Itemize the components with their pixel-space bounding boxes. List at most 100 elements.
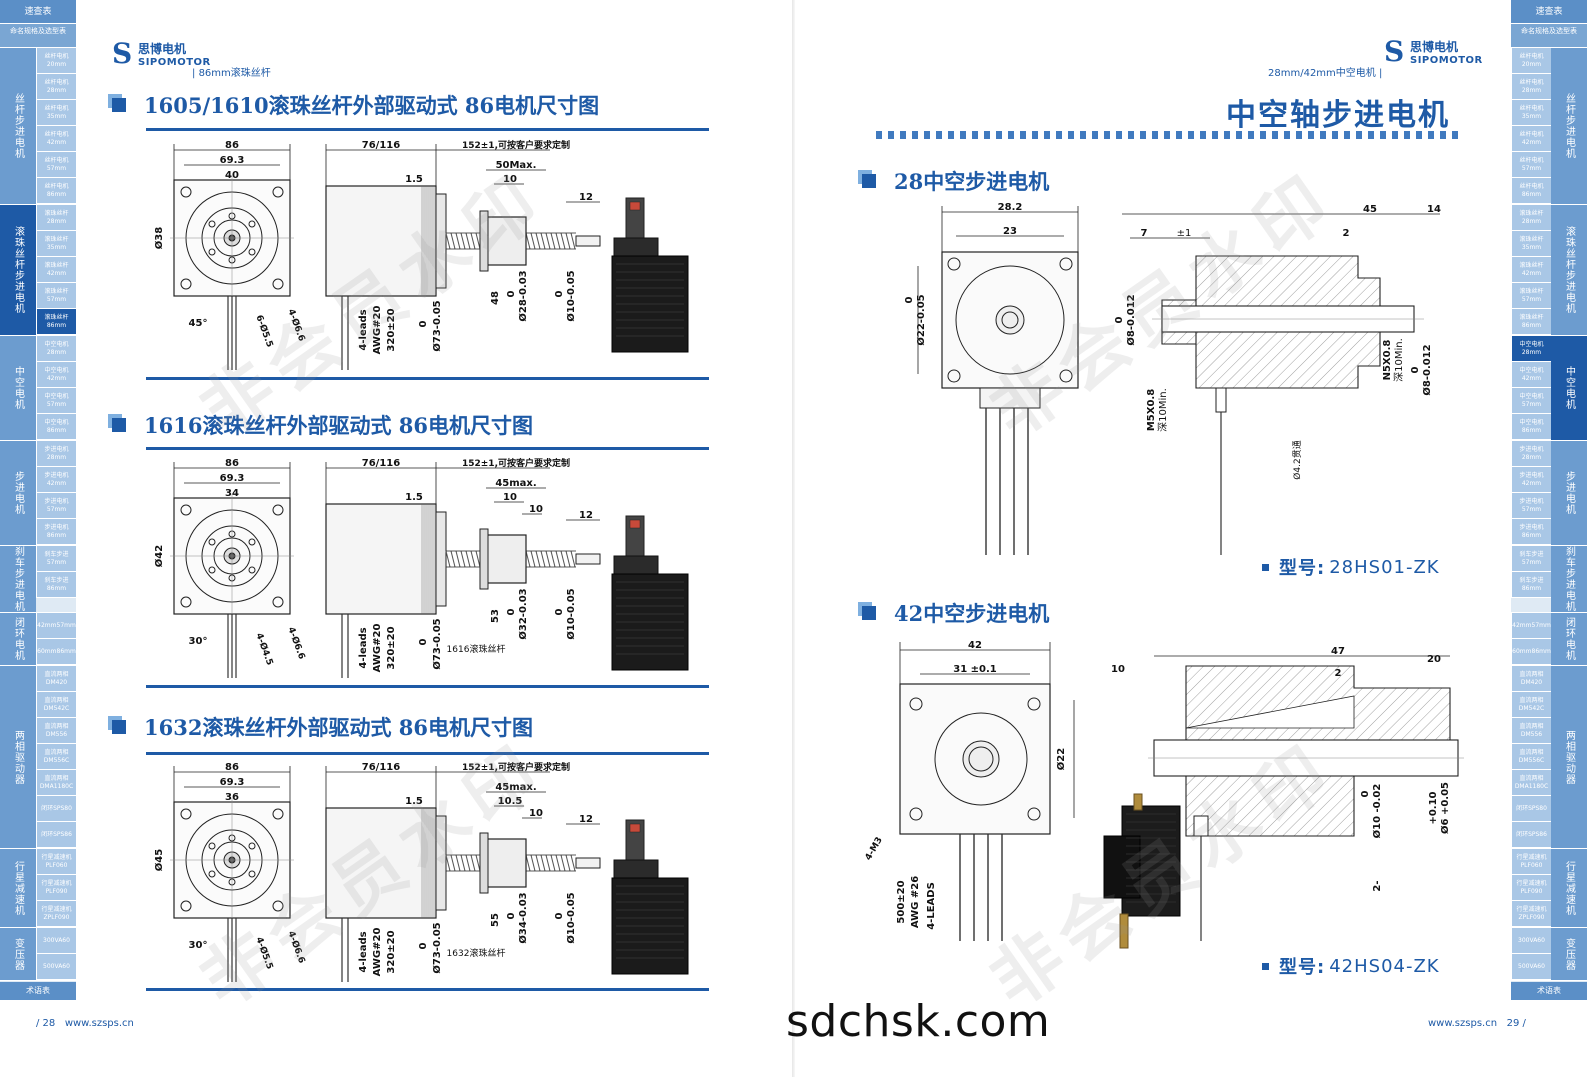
sidebar-item[interactable]: 滚珠丝杆57mm: [1511, 283, 1551, 309]
drawing-line: [465, 550, 471, 568]
sidebar-item[interactable]: 丝杆电机35mm: [1511, 100, 1551, 126]
sidebar-category[interactable]: 行星减速机: [0, 849, 36, 927]
sidebar-item[interactable]: 丝杆电机20mm: [36, 48, 76, 74]
sidebar-category[interactable]: 丝杆步进电机: [1551, 48, 1587, 204]
sidebar-item[interactable]: 60mm86mm: [36, 639, 76, 665]
sidebar-item[interactable]: 中空电机86mm: [1511, 414, 1551, 440]
sidebar-item[interactable]: 丝杆电机28mm: [1511, 74, 1551, 100]
sidebar-category[interactable]: 变压器: [1551, 928, 1587, 980]
sidebar-item[interactable]: 刹车步进86mm: [36, 572, 76, 598]
sidebar-item[interactable]: 步进电机42mm: [36, 467, 76, 493]
sidebar-item[interactable]: 滚珠丝杆86mm: [36, 309, 76, 335]
sidebar-item[interactable]: 直流两相DM420: [1511, 666, 1551, 692]
sidebar-item[interactable]: 滚珠丝杆35mm: [36, 231, 76, 257]
sidebar-item[interactable]: 直流两相DM556: [1511, 718, 1551, 744]
sidebar-item[interactable]: 500VA60: [1511, 954, 1551, 980]
sidebar-item[interactable]: 行星减速机PLF060: [36, 849, 76, 875]
sidebar-category[interactable]: 滚珠丝杆步进电机: [0, 205, 36, 335]
sidebar-item[interactable]: 直流两相DM556: [36, 718, 76, 744]
sidebar-category[interactable]: 两相驱动器: [1551, 666, 1587, 848]
sidebar-category[interactable]: 闭环电机: [1551, 613, 1587, 665]
sidebar-item[interactable]: 300VA60: [36, 928, 76, 954]
section-title-1605: 1605/1610滚珠丝杆外部驱动式 86电机尺寸图: [112, 90, 599, 120]
section-bullet-icon: [862, 606, 876, 620]
sidebar-item[interactable]: 滚珠丝杆28mm: [1511, 205, 1551, 231]
sidebar-category[interactable]: 行星减速机: [1551, 849, 1587, 927]
sidebar-item[interactable]: 直流两相DM556C: [1511, 744, 1551, 770]
sidebar-category[interactable]: 滚珠丝杆步进电机: [1551, 205, 1587, 335]
sidebar-item[interactable]: 闭环SPS80: [1511, 796, 1551, 822]
sidebar-item[interactable]: 行星减速机ZPLF090: [36, 901, 76, 927]
sidebar-item[interactable]: 中空电机57mm: [36, 388, 76, 414]
sidebar-category[interactable]: 刹车步进电机: [0, 546, 36, 612]
sidebar-item[interactable]: 步进电机86mm: [36, 519, 76, 545]
sidebar-item[interactable]: 闭环SPS86: [1511, 822, 1551, 848]
sidebar-header[interactable]: 速查表: [1511, 0, 1587, 24]
sidebar-footer[interactable]: 术语表: [0, 982, 76, 1000]
sidebar-category[interactable]: 丝杆步进电机: [0, 48, 36, 204]
sidebar-item[interactable]: 直流两相DM556C: [36, 744, 76, 770]
sidebar-item[interactable]: 直流两相DM420: [36, 666, 76, 692]
sidebar-item[interactable]: 步进电机57mm: [36, 493, 76, 519]
sidebar-item[interactable]: 闭环SPS86: [36, 822, 76, 848]
sidebar-item[interactable]: 直流两相DM542C: [1511, 692, 1551, 718]
sidebar-category[interactable]: 步进电机: [0, 441, 36, 545]
sidebar-category[interactable]: 变压器: [0, 928, 36, 980]
sidebar-item[interactable]: 闭环SPS80: [36, 796, 76, 822]
sidebar-item[interactable]: 中空电机28mm: [1511, 336, 1551, 362]
sidebar-item[interactable]: 中空电机86mm: [36, 414, 76, 440]
sidebar-item[interactable]: 丝杆电机57mm: [1511, 152, 1551, 178]
sidebar-item[interactable]: 中空电机42mm: [1511, 362, 1551, 388]
sidebar-item[interactable]: 丝杆电机20mm: [1511, 48, 1551, 74]
sidebar-subheader[interactable]: 命名规格及选型表: [0, 24, 76, 48]
sidebar-item[interactable]: 中空电机57mm: [1511, 388, 1551, 414]
sidebar-item[interactable]: 丝杆电机86mm: [36, 178, 76, 204]
dimension-label: 86: [225, 458, 239, 469]
sidebar-item[interactable]: 丝杆电机42mm: [1511, 126, 1551, 152]
sidebar-item[interactable]: 滚珠丝杆35mm: [1511, 231, 1551, 257]
sidebar-item[interactable]: 直流两相DM542C: [36, 692, 76, 718]
sidebar-header[interactable]: 速查表: [0, 0, 76, 24]
sidebar-item[interactable]: 步进电机28mm: [36, 441, 76, 467]
dimension-label: 50Max.: [496, 160, 537, 171]
sidebar-item[interactable]: 500VA60: [36, 954, 76, 980]
sidebar-item[interactable]: 42mm57mm: [36, 613, 76, 639]
sidebar-item[interactable]: 丝杆电机35mm: [36, 100, 76, 126]
sidebar-item[interactable]: 步进电机42mm: [1511, 467, 1551, 493]
sidebar-item[interactable]: 刹车步进57mm: [1511, 546, 1551, 572]
sidebar-item[interactable]: 滚珠丝杆42mm: [36, 257, 76, 283]
sidebar-item[interactable]: 42mm57mm: [1511, 613, 1551, 639]
sidebar-item[interactable]: 中空电机42mm: [36, 362, 76, 388]
sidebar-item[interactable]: 丝杆电机28mm: [36, 74, 76, 100]
drawing-shape: [613, 555, 659, 575]
sidebar-item[interactable]: 行星减速机PLF090: [36, 875, 76, 901]
sidebar-subheader[interactable]: 命名规格及选型表: [1511, 24, 1587, 48]
sidebar-item[interactable]: 行星减速机PLF090: [1511, 875, 1551, 901]
sidebar-item[interactable]: 丝杆电机42mm: [36, 126, 76, 152]
sidebar-item[interactable]: 刹车步进86mm: [1511, 572, 1551, 598]
sidebar-item[interactable]: 滚珠丝杆42mm: [1511, 257, 1551, 283]
sidebar-item[interactable]: 丝杆电机86mm: [1511, 178, 1551, 204]
sidebar-category[interactable]: 步进电机: [1551, 441, 1587, 545]
sidebar-item[interactable]: 滚珠丝杆86mm: [1511, 309, 1551, 335]
sidebar-item[interactable]: 滚珠丝杆28mm: [36, 205, 76, 231]
sidebar-item[interactable]: 60mm86mm: [1511, 639, 1551, 665]
sidebar-item[interactable]: 300VA60: [1511, 928, 1551, 954]
sidebar-item[interactable]: 行星减速机PLF060: [1511, 849, 1551, 875]
sidebar-item[interactable]: 直流两相DMA1180C: [1511, 770, 1551, 796]
sidebar-item[interactable]: 中空电机28mm: [36, 336, 76, 362]
sidebar-item[interactable]: 刹车步进57mm: [36, 546, 76, 572]
sidebar-category[interactable]: 刹车步进电机: [1551, 546, 1587, 612]
sidebar-category[interactable]: 两相驱动器: [0, 666, 36, 848]
sidebar-item[interactable]: 步进电机57mm: [1511, 493, 1551, 519]
sidebar-category[interactable]: 闭环电机: [0, 613, 36, 665]
sidebar-category[interactable]: 中空电机: [0, 336, 36, 440]
sidebar-item[interactable]: 丝杆电机57mm: [36, 152, 76, 178]
sidebar-item[interactable]: 直流两相DMA1180C: [36, 770, 76, 796]
sidebar-item[interactable]: 滚珠丝杆57mm: [36, 283, 76, 309]
sidebar-category[interactable]: 中空电机: [1551, 336, 1587, 440]
sidebar-footer[interactable]: 术语表: [1511, 982, 1587, 1000]
sidebar-item[interactable]: 行星减速机ZPLF090: [1511, 901, 1551, 927]
sidebar-item[interactable]: 步进电机86mm: [1511, 519, 1551, 545]
sidebar-item[interactable]: 步进电机28mm: [1511, 441, 1551, 467]
